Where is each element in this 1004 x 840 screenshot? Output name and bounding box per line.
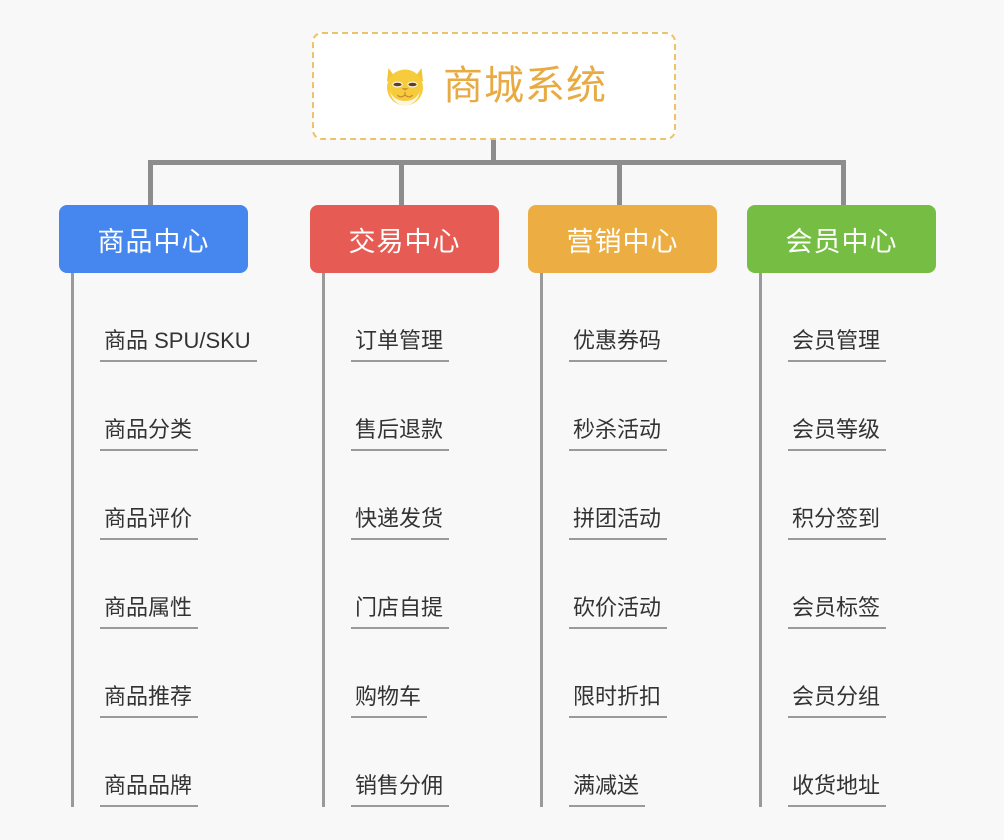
connector-drop-trade-center <box>399 160 404 205</box>
leaf-label: 销售分佣 <box>351 773 450 807</box>
category-header-trade-center[interactable]: 交易中心 <box>310 205 499 273</box>
branch-column-marketing-center: 营销中心 优惠券码 秒杀活动 拼团活动 砍价活动 限时折扣 满减送 <box>528 205 717 807</box>
leaf-list-marketing-center: 优惠券码 秒杀活动 拼团活动 砍价活动 限时折扣 满减送 <box>540 273 717 807</box>
leaf-item[interactable]: 优惠券码 <box>543 273 717 362</box>
leaf-item[interactable]: 会员分组 <box>762 629 936 718</box>
leaf-label: 优惠券码 <box>569 328 668 362</box>
leaf-item[interactable]: 快递发货 <box>325 451 499 540</box>
leaf-item[interactable]: 会员标签 <box>762 540 936 629</box>
leaf-item[interactable]: 商品推荐 <box>74 629 248 718</box>
leaf-label: 会员管理 <box>788 328 887 362</box>
leaf-label: 积分签到 <box>788 506 887 540</box>
leaf-item[interactable]: 收货地址 <box>762 718 936 807</box>
leaf-label: 商品 SPU/SKU <box>100 328 257 362</box>
category-title: 交易中心 <box>348 226 461 257</box>
leaf-list-product-center: 商品 SPU/SKU 商品分类 商品评价 商品属性 商品推荐 商品品牌 <box>71 273 257 807</box>
leaf-item[interactable]: 会员等级 <box>762 362 936 451</box>
connector-horizontal-bus <box>148 160 846 165</box>
leaf-label: 售后退款 <box>351 417 450 451</box>
leaf-list-trade-center: 订单管理 售后退款 快递发货 门店自提 购物车 销售分佣 <box>322 273 499 807</box>
leaf-item[interactable]: 会员管理 <box>762 273 936 362</box>
leaf-label: 商品品牌 <box>100 773 199 807</box>
shiba-dog-face-icon <box>387 68 423 109</box>
leaf-item[interactable]: 商品评价 <box>74 451 248 540</box>
leaf-item[interactable]: 售后退款 <box>325 362 499 451</box>
leaf-item[interactable]: 购物车 <box>325 629 499 718</box>
leaf-label: 满减送 <box>569 773 646 807</box>
leaf-label: 砍价活动 <box>569 595 668 629</box>
leaf-item[interactable]: 商品属性 <box>74 540 248 629</box>
category-title: 营销中心 <box>566 226 679 257</box>
leaf-item[interactable]: 商品分类 <box>74 362 248 451</box>
leaf-item[interactable]: 拼团活动 <box>543 451 717 540</box>
leaf-item[interactable]: 砍价活动 <box>543 540 717 629</box>
branch-column-member-center: 会员中心 会员管理 会员等级 积分签到 会员标签 会员分组 收货地址 <box>747 205 936 807</box>
leaf-label: 购物车 <box>351 684 428 718</box>
category-header-marketing-center[interactable]: 营销中心 <box>528 205 717 273</box>
category-header-member-center[interactable]: 会员中心 <box>747 205 936 273</box>
leaf-label: 拼团活动 <box>569 506 668 540</box>
leaf-label: 会员标签 <box>788 595 887 629</box>
branch-column-trade-center: 交易中心 订单管理 售后退款 快递发货 门店自提 购物车 销售分佣 <box>310 205 499 807</box>
leaf-label: 会员等级 <box>788 417 887 451</box>
leaf-item[interactable]: 门店自提 <box>325 540 499 629</box>
connector-root-stem <box>491 140 496 162</box>
leaf-item[interactable]: 积分签到 <box>762 451 936 540</box>
leaf-label: 订单管理 <box>351 328 450 362</box>
leaf-label: 会员分组 <box>788 684 887 718</box>
leaf-label: 秒杀活动 <box>569 417 668 451</box>
category-title: 会员中心 <box>785 226 898 257</box>
leaf-label: 收货地址 <box>788 773 887 807</box>
leaf-label: 商品分类 <box>100 417 199 451</box>
leaf-list-member-center: 会员管理 会员等级 积分签到 会员标签 会员分组 收货地址 <box>759 273 936 807</box>
connector-drop-member-center <box>841 160 846 205</box>
leaf-label: 商品推荐 <box>100 684 199 718</box>
leaf-item[interactable]: 秒杀活动 <box>543 362 717 451</box>
leaf-label: 商品评价 <box>100 506 199 540</box>
category-title: 商品中心 <box>97 226 210 257</box>
leaf-label: 门店自提 <box>351 595 450 629</box>
connector-drop-product-center <box>148 160 153 205</box>
root-title: 商城系统 <box>443 64 607 108</box>
leaf-label: 商品属性 <box>100 595 199 629</box>
leaf-label: 限时折扣 <box>569 684 668 718</box>
branch-column-product-center: 商品中心 商品 SPU/SKU 商品分类 商品评价 商品属性 商品推荐 商品品牌 <box>59 205 257 807</box>
leaf-item[interactable]: 订单管理 <box>325 273 499 362</box>
category-header-product-center[interactable]: 商品中心 <box>59 205 248 273</box>
leaf-item[interactable]: 满减送 <box>543 718 717 807</box>
connector-drop-marketing-center <box>617 160 622 205</box>
leaf-label: 快递发货 <box>351 506 450 540</box>
leaf-item[interactable]: 商品品牌 <box>74 718 248 807</box>
leaf-item[interactable]: 限时折扣 <box>543 629 717 718</box>
leaf-item[interactable]: 销售分佣 <box>325 718 499 807</box>
root-node[interactable]: 商城系统 <box>312 32 676 140</box>
leaf-item[interactable]: 商品 SPU/SKU <box>74 273 257 362</box>
